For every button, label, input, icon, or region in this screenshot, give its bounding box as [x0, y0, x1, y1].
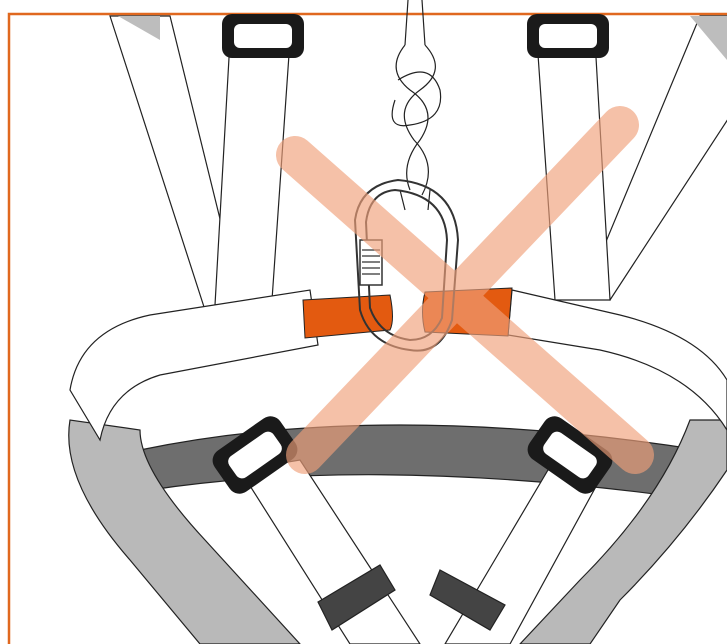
- top-buckle-right: [527, 14, 609, 58]
- figure-eight-knot-icon: [392, 0, 440, 210]
- waist-belt-left: [70, 290, 318, 440]
- top-buckle-left: [222, 14, 304, 58]
